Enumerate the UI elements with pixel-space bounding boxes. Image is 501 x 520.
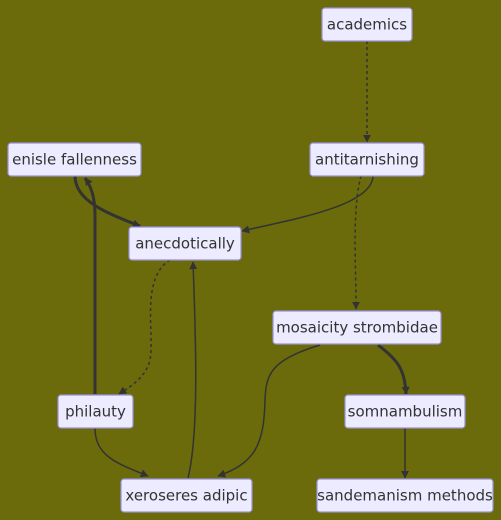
edge-philauty-to-enisle [83, 177, 97, 394]
node-sandemanism-methods[interactable]: sandemanism methods [316, 478, 494, 513]
node-somnambulism-label: somnambulism [348, 403, 463, 421]
node-mosaicity-strombidae-label: mosaicity strombidae [276, 319, 438, 337]
edge-philauty-to-xeroseres [94, 427, 149, 478]
edge-enisle-to-anecdotically [73, 175, 141, 228]
edge-antitarnishing-to-anecdotically [241, 175, 374, 234]
node-mosaicity-strombidae[interactable]: mosaicity strombidae [272, 310, 442, 345]
node-enisle-fallenness-label: enisle fallenness [12, 151, 137, 169]
node-anecdotically[interactable]: anecdotically [128, 226, 242, 261]
node-sandemanism-methods-label: sandemanism methods [317, 487, 493, 505]
node-enisle-fallenness[interactable]: enisle fallenness [7, 142, 142, 177]
node-anecdotically-label: anecdotically [135, 235, 235, 253]
edge-antitarnishing-to-mosaicity [351, 175, 362, 310]
node-xeroseres-adipic[interactable]: xeroseres adipic [120, 478, 253, 513]
edges-layer [73, 41, 410, 479]
edge-mosaicity-to-somnambulism [377, 343, 410, 395]
node-antitarnishing[interactable]: antitarnishing [309, 142, 425, 177]
node-xeroseres-adipic-label: xeroseres adipic [125, 487, 247, 505]
edge-xeroseres-to-anecdotically [187, 261, 198, 479]
node-philauty-label: philauty [65, 403, 126, 421]
edge-mosaicity-to-xeroseres [217, 344, 321, 478]
node-academics[interactable]: academics [321, 7, 413, 42]
node-antitarnishing-label: antitarnishing [315, 151, 419, 169]
edge-anecdotically-to-philauty [118, 259, 171, 395]
node-somnambulism[interactable]: somnambulism [344, 394, 466, 429]
node-philauty[interactable]: philauty [57, 394, 134, 429]
node-academics-label: academics [327, 16, 407, 34]
nodes-layer: academics antitarnishing enisle fallenne… [7, 7, 494, 513]
